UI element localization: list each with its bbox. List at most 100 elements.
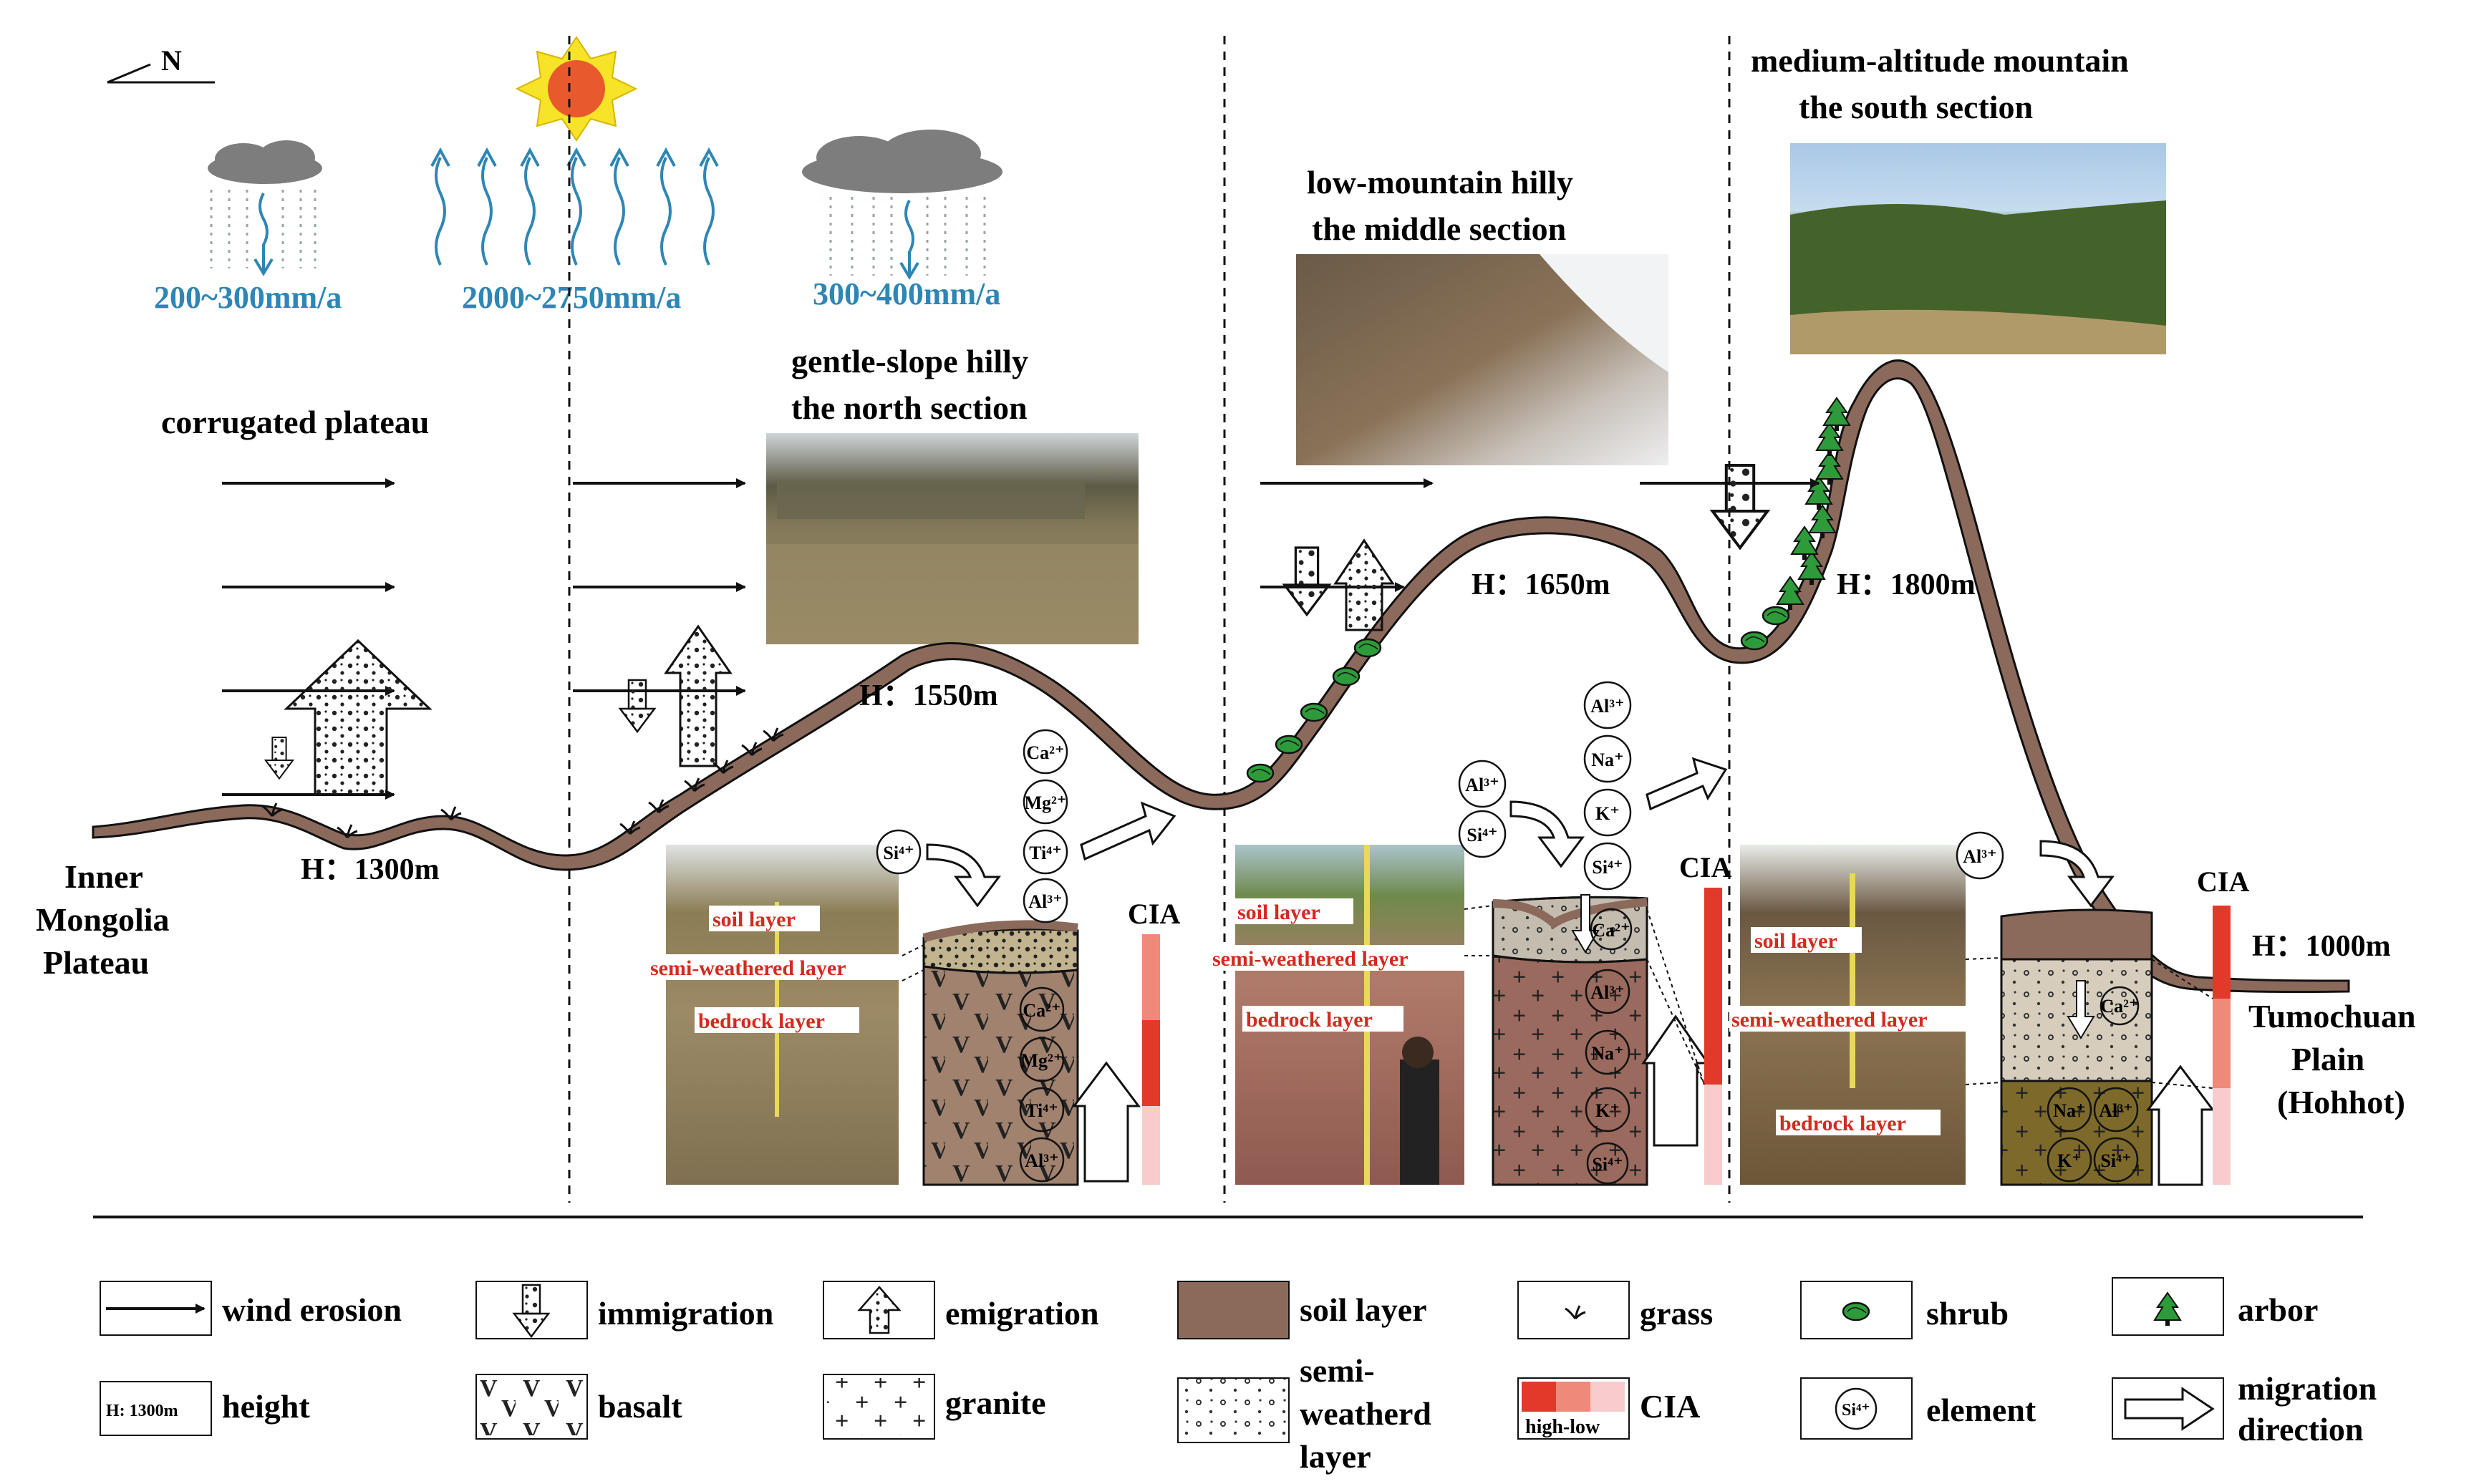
legend-granite: granite	[823, 1374, 1046, 1440]
terrain-soil-profile	[92, 359, 2350, 994]
legend-basalt-label: basalt	[598, 1388, 682, 1425]
south-column-element: Na⁺	[2053, 1100, 2086, 1121]
height-1000-label: H：1000m	[2252, 930, 2391, 963]
north-bubble-element: Mg²⁺	[1024, 792, 1066, 813]
legend-semi-line: semi-	[1300, 1352, 1375, 1389]
legend-immigration-label: immigration	[598, 1295, 773, 1332]
north-column-element: Ti⁴⁺	[1025, 1100, 1058, 1121]
height-1650-label: H：1650m	[1472, 568, 1610, 601]
middle-cia-bar-high	[1704, 888, 1722, 1085]
north-bedrock-layer-label: bedrock layer	[698, 1009, 825, 1033]
south-bedrock-layer-label: bedrock layer	[1779, 1112, 1906, 1135]
plateau-section-label: corrugated plateau	[161, 404, 429, 440]
middle-granite-column	[1492, 954, 1648, 1186]
place-line: Plain	[2291, 1041, 2364, 1077]
south-semi-layer-label: semi-weathered layer	[1731, 1008, 1928, 1032]
south-al-element: Al³⁺	[1963, 846, 1997, 867]
south-cia-bar-low	[2213, 1088, 2231, 1185]
place-line: (Hohhot)	[2277, 1084, 2405, 1120]
south-column-element: K⁺	[2057, 1150, 2082, 1171]
legend-arbor-label: arbor	[2238, 1291, 2318, 1328]
middle-soil-layer-label: soil layer	[1237, 901, 1320, 924]
north-soil-profile-panel: soil layer semi-weathered layer bedrock …	[648, 729, 1180, 1186]
middle-bubble-element: Na⁺	[1591, 750, 1624, 770]
legend-cia-scale: high-low	[1525, 1416, 1600, 1438]
legend-soil-layer: soil layer	[1177, 1281, 1427, 1339]
legend-granite-label: granite	[945, 1384, 1046, 1421]
middle-soil-profile-panel: soil layer semi-weathered layer bedrock …	[1210, 681, 1731, 1186]
legend-grass-label: grass	[1640, 1295, 1713, 1332]
north-bubble-element: Al³⁺	[1028, 891, 1063, 912]
legend-semi-line: weatherd	[1300, 1395, 1431, 1432]
south-cia-bar-high	[2213, 906, 2231, 999]
precip-south-label: 300~400mm/a	[813, 276, 1000, 311]
north-column-element: Mg²⁺	[1020, 1050, 1063, 1071]
north-cia-bar-high	[1142, 1020, 1160, 1106]
middle-section-title-1: low-mountain hilly	[1307, 164, 1573, 200]
north-cia-label: CIA	[1128, 898, 1180, 930]
legend-height-sample: H: 1300m	[106, 1402, 178, 1420]
immigration-emigration-arrows	[264, 465, 1768, 796]
north-section-title-1: gentle-slope hilly	[791, 343, 1028, 379]
legend-migration-line: direction	[2238, 1411, 2363, 1447]
south-soil-column	[2000, 908, 2153, 961]
place-line: Tumochuan	[2248, 998, 2416, 1034]
legend-element: Si⁴⁺ element	[1800, 1377, 2036, 1440]
north-bubble-element: Ca²⁺	[1026, 742, 1064, 763]
legend-migration-direction: migration direction	[2112, 1370, 2377, 1447]
south-granite-column	[2000, 1080, 2153, 1186]
legend-wind-erosion: wind erosion	[100, 1281, 402, 1336]
north-landscape-photo	[766, 433, 1139, 644]
legend-element-label: element	[1926, 1392, 2036, 1428]
north-bubble-element: Ti⁴⁺	[1029, 843, 1062, 863]
legend-wind-erosion-label: wind erosion	[222, 1291, 402, 1328]
evaporation-label: 2000~2750mm/a	[462, 280, 681, 315]
south-column-element: Al³⁺	[2099, 1100, 2133, 1121]
rain-cloud-south-icon	[802, 130, 1002, 280]
sun-icon	[515, 36, 638, 142]
legend-soil-layer-label: soil layer	[1300, 1291, 1427, 1328]
height-1300-label: H：1300m	[301, 853, 440, 886]
legend-height: H: 1300m height	[100, 1381, 310, 1436]
legend-emigration: emigration	[823, 1281, 1099, 1339]
legend-element-sample: Si⁴⁺	[1842, 1401, 1870, 1420]
north-cia-bar-low	[1142, 1106, 1160, 1185]
place-line: Inner	[64, 858, 143, 895]
legend-basalt: basalt	[475, 1374, 682, 1440]
legend-emigration-label: emigration	[945, 1295, 1099, 1332]
precip-north-label: 200~300mm/a	[154, 280, 342, 315]
north-cia-bar-mid	[1142, 934, 1160, 1020]
section-dividers	[568, 36, 1731, 1203]
north-si-element: Si⁴⁺	[883, 843, 914, 863]
legend-arbor: arbor	[2112, 1277, 2318, 1336]
north-column-element: Al³⁺	[1025, 1150, 1059, 1171]
north-soil-layer-label: soil layer	[712, 908, 796, 931]
middle-bubble-element: K⁺	[1595, 803, 1620, 824]
middle-landscape-photo	[1296, 254, 1668, 465]
legend-immigration: immigration	[475, 1281, 773, 1339]
middle-column-element: Ca²⁺	[1592, 920, 1630, 941]
middle-column-element: Si⁴⁺	[1592, 1154, 1623, 1175]
middle-section-title-2: the middle section	[1312, 210, 1566, 247]
south-soil-layer-label: soil layer	[1754, 929, 1837, 953]
place-line: Plateau	[43, 944, 149, 981]
legend-semi-line: layer	[1300, 1438, 1371, 1475]
legend-cia-label: CIA	[1640, 1388, 1700, 1425]
legend-semi-weathered: semi- weatherd layer	[1177, 1352, 1431, 1475]
legend-height-label: height	[222, 1388, 310, 1425]
legend-shrub: shrub	[1800, 1281, 2009, 1339]
legend-cia: high-low CIA	[1517, 1377, 1700, 1440]
south-section-title-1: medium-altitude mountain	[1751, 42, 2129, 79]
evaporation-arrows-icon	[430, 147, 719, 266]
north-compass: N	[107, 44, 215, 84]
middle-column-element: Na⁺	[1591, 1043, 1624, 1064]
middle-cia-label: CIA	[1679, 851, 1731, 883]
south-landscape-photo	[1790, 143, 2166, 354]
middle-column-element: Al³⁺	[1590, 982, 1625, 1003]
rain-cloud-north-icon	[208, 140, 322, 276]
south-column-element: Ca²⁺	[2100, 996, 2138, 1017]
tumochuan-plain-label: Tumochuan Plain (Hohhot)	[2248, 998, 2416, 1120]
height-1550-label: H：1550m	[859, 679, 998, 712]
